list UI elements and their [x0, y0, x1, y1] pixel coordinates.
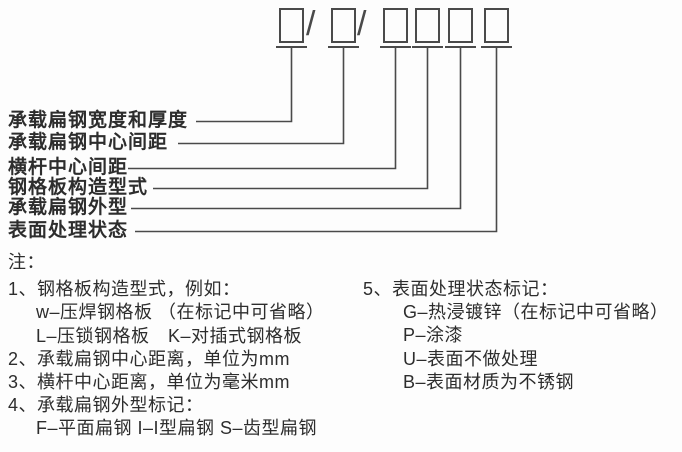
- note-item-5-option-b: B–表面材质为不锈钢: [403, 371, 575, 392]
- note-item-4: 4、承载扁钢外型标记：: [8, 395, 204, 416]
- field-label-surface-treatment: 表面处理状态: [8, 220, 129, 241]
- notes-left-column: 注： 1、钢格板构造型式，例如： w–压焊钢格板 （在标记中可省略） L–压锁钢…: [8, 251, 325, 441]
- note-item-5-option-u: U–表面不做处理: [403, 348, 539, 369]
- note-item-1: 1、钢格板构造型式，例如：: [8, 279, 241, 300]
- connector-line-1: [196, 48, 293, 123]
- connector-line-4: [153, 48, 429, 190]
- separator-slash-1: /: [306, 5, 316, 43]
- code-box-3: [383, 8, 408, 43]
- field-label-flat-steel-center-spacing: 承载扁钢中心间距: [8, 132, 169, 153]
- field-label-crossbar-center-spacing: 横杆中心间距: [8, 157, 129, 178]
- note-item-1-options-lk: L–压锁钢格板 K–对插式钢格板: [36, 325, 303, 346]
- note-item-5-option-g: G–热浸镀锌（在标记中可省略）: [403, 302, 669, 323]
- field-label-grating-construction-type: 钢格板构造型式: [8, 177, 149, 198]
- field-label-flat-steel-width-thickness: 承载扁钢宽度和厚度: [8, 110, 189, 131]
- code-box-5: [448, 8, 473, 43]
- connector-line-3: [128, 48, 397, 170]
- note-item-5: 5、表面处理状态标记：: [363, 279, 559, 299]
- connector-line-2: [178, 48, 345, 145]
- field-label-flat-steel-profile: 承载扁钢外型: [8, 197, 129, 218]
- separator-slash-2: /: [357, 5, 367, 43]
- note-item-5-option-p: P–涂漆: [403, 325, 464, 346]
- code-box-4: [415, 8, 440, 43]
- notes-right-column: 5、表面处理状态标记： G–热浸镀锌（在标记中可省略） P–涂漆 U–表面不做处…: [363, 278, 669, 394]
- code-box-1: [279, 8, 304, 43]
- marking-diagram-lines: [128, 8, 512, 233]
- note-item-1-option-w: w–压焊钢格板 （在标记中可省略）: [36, 302, 325, 323]
- code-box-6: [484, 8, 509, 43]
- note-item-3: 3、横杆中心距离，单位为毫米mm: [8, 372, 290, 393]
- note-item-4-options-fis: F–平面扁钢 I–I型扁钢 S–齿型扁钢: [36, 418, 318, 439]
- notes-heading: 注：: [8, 252, 45, 272]
- note-item-2: 2、承载扁钢中心距离，单位为mm: [8, 348, 290, 369]
- connector-line-6: [135, 48, 498, 233]
- code-box-2: [331, 8, 356, 43]
- connector-line-5: [131, 48, 462, 210]
